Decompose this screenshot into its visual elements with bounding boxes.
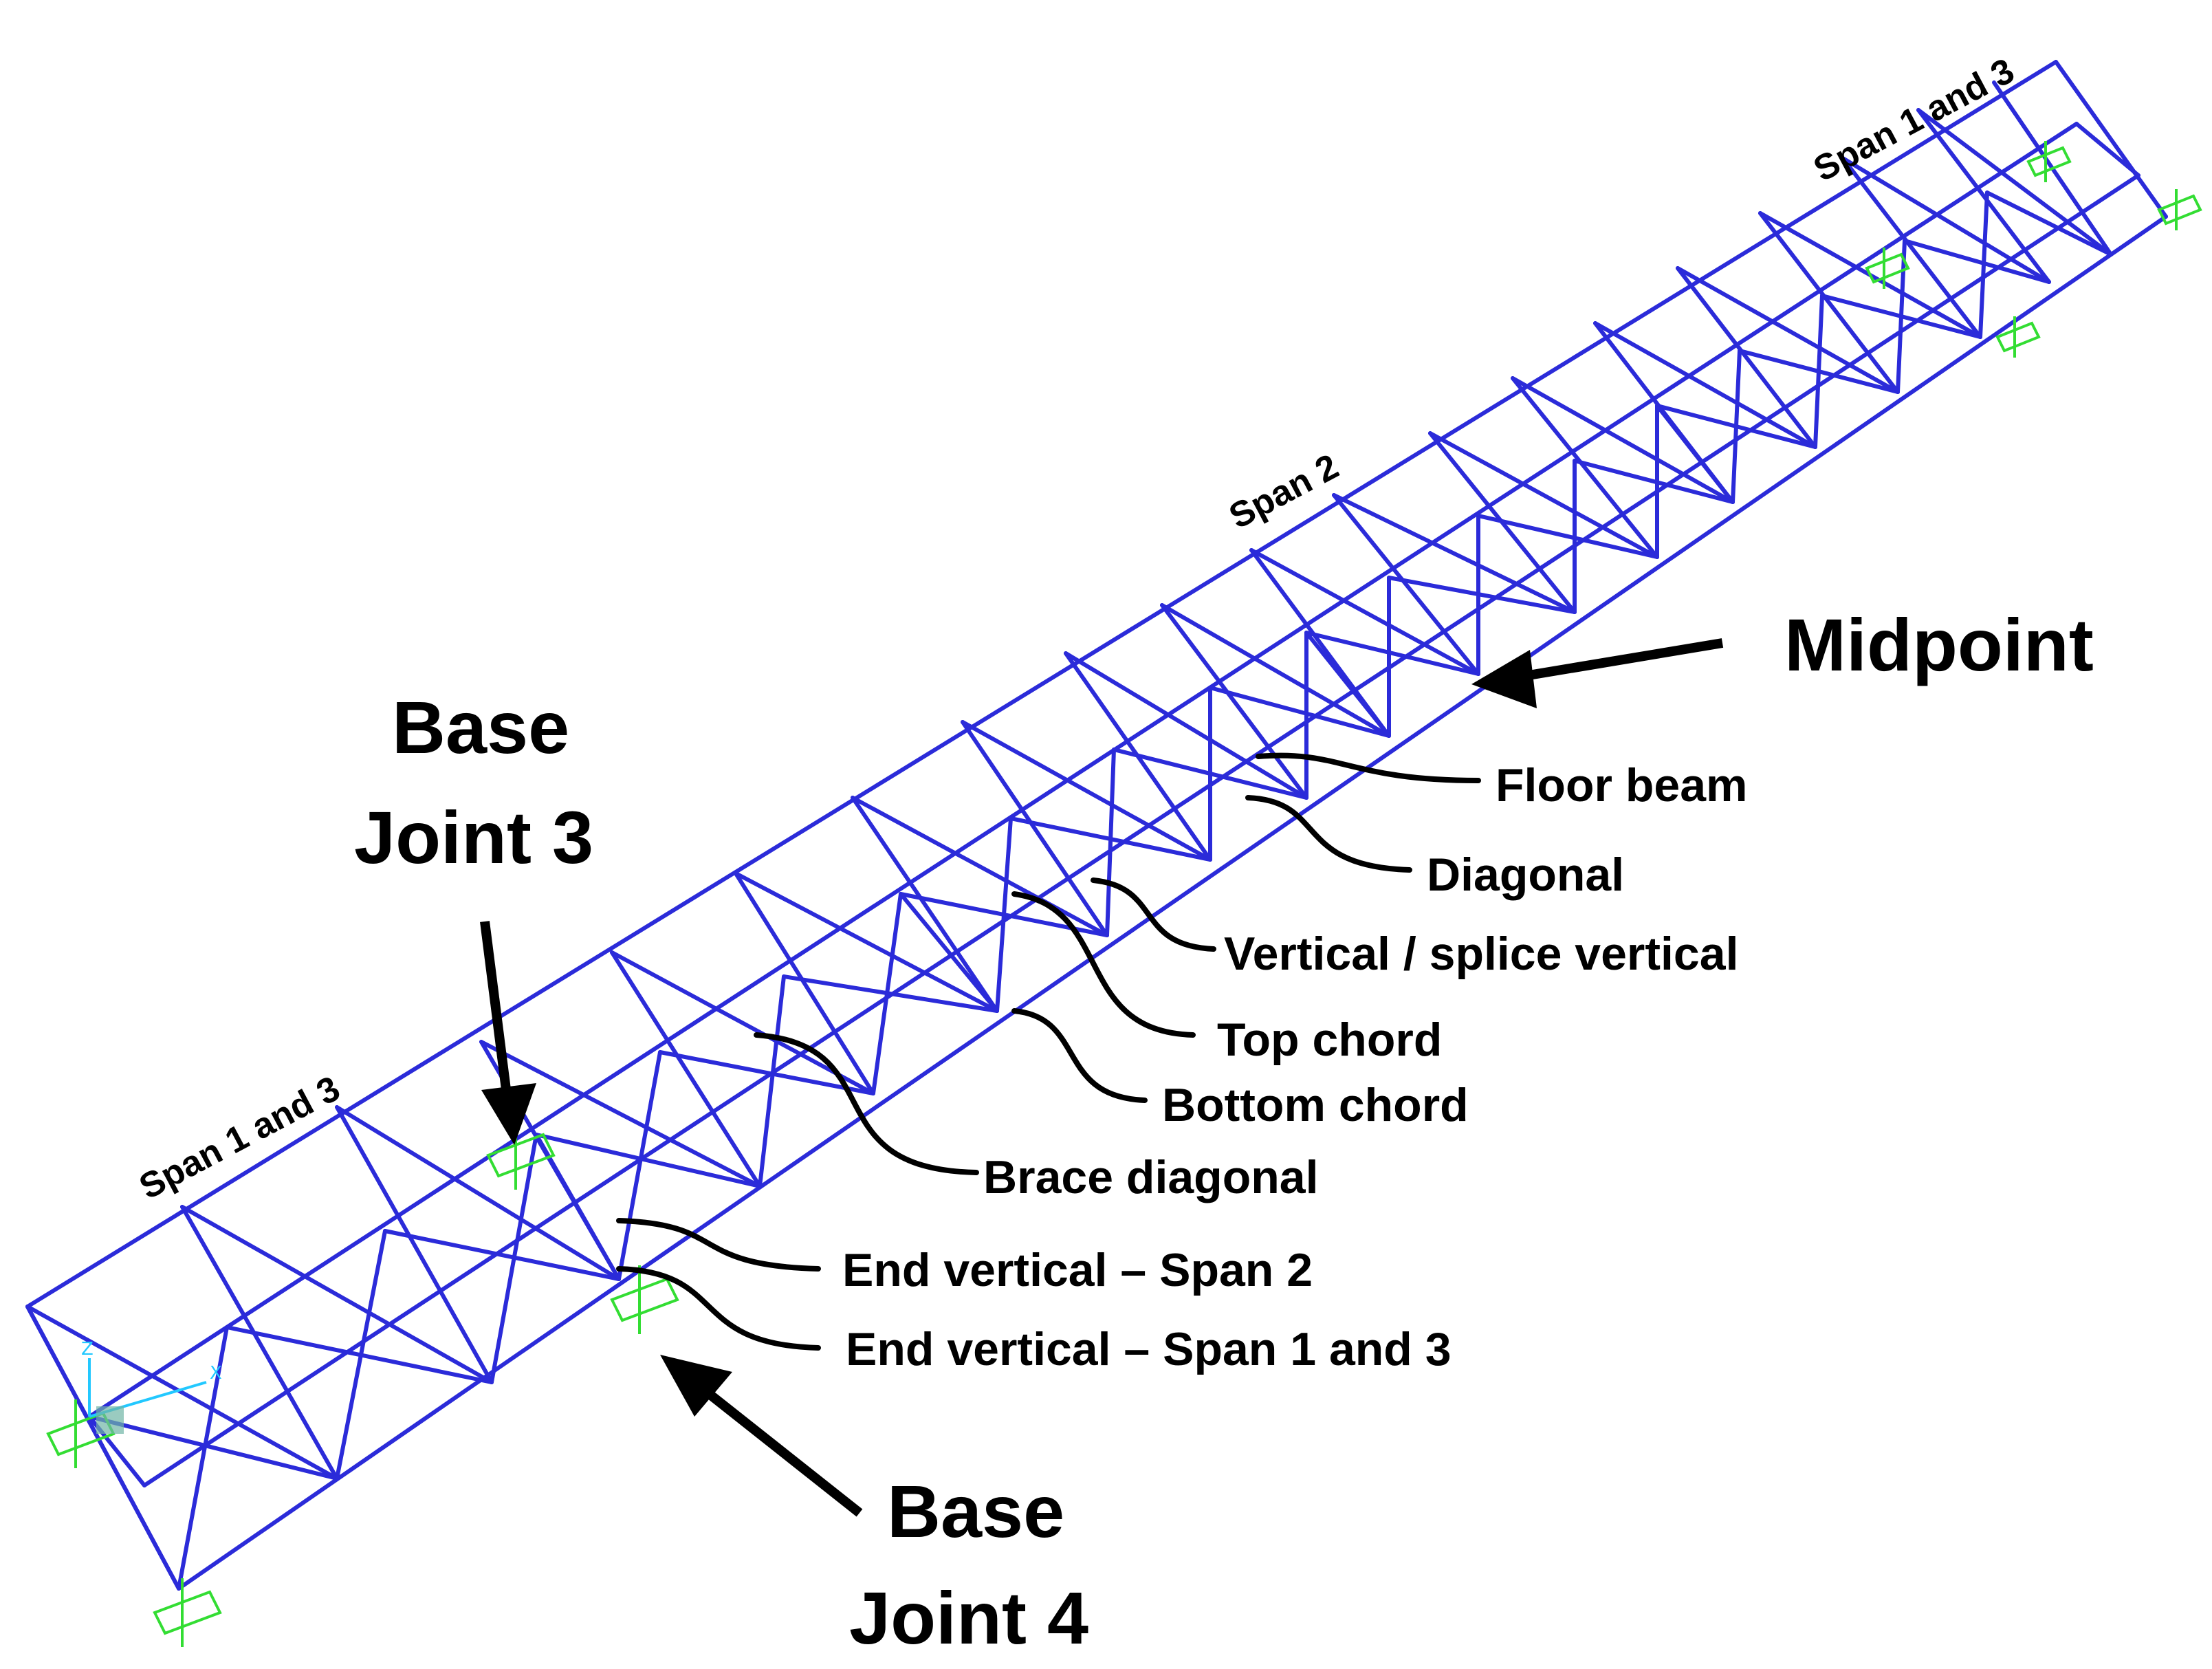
leader-diagonal: Diagonal (1245, 795, 1624, 901)
base-joint-4-arrow-line (691, 1378, 863, 1517)
base-joint-4-line2: Joint 4 (849, 1576, 1088, 1659)
callout-base-joint-3: Base Joint 3 (354, 686, 593, 1145)
leader-brace-diagonal: Brace diagonal (754, 1032, 1319, 1203)
span-label-right: Span 1 and 3 (1807, 51, 2020, 190)
leader-vertical-splice: Vertical / splice vertical (1091, 877, 1738, 980)
midpoint-arrow-head (1471, 650, 1537, 708)
truss-structure (25, 60, 2168, 1591)
inner-bottom-chord (87, 122, 2079, 1419)
base-joint-3-line2: Joint 3 (354, 796, 593, 879)
midpoint-label: Midpoint (1784, 603, 2094, 686)
base-joint-4-arrow-head (660, 1355, 732, 1417)
base-joint-3-line1: Base (392, 686, 569, 769)
vertical-splice-label: Vertical / splice vertical (1224, 928, 1738, 980)
front-top-chord (25, 60, 2058, 1309)
front-bottom-chord (177, 215, 2168, 1591)
support-right-2 (2026, 141, 2072, 182)
support-right-4 (2157, 189, 2202, 230)
support-base-joint-4 (610, 1265, 679, 1334)
span-label-left: Span 1 and 3 (133, 1069, 346, 1208)
base-joint-4-line1: Base (887, 1470, 1064, 1553)
brace-diagonal-label: Brace diagonal (983, 1151, 1319, 1203)
coordinate-axes: Z X (81, 1339, 222, 1434)
base-joint-3-arrow-head (481, 1083, 536, 1145)
support-base-joint-3 (486, 1121, 556, 1190)
leader-top-chord: Top chord (1011, 891, 1442, 1066)
brace-diagonals (87, 190, 2113, 1591)
callout-base-joint-4: Base Joint 4 (660, 1355, 1088, 1659)
top-chord-label: Top chord (1217, 1014, 1442, 1066)
leader-floor-beam: Floor beam (1256, 752, 1748, 811)
base-joint-3-arrow-line (480, 921, 512, 1101)
end-vertical-span2-label: End vertical – Span 2 (842, 1244, 1313, 1296)
span-label-middle: Span 2 (1223, 446, 1345, 536)
support-right-3 (1995, 316, 2041, 358)
leader-bottom-chord: Bottom chord (1011, 1008, 1469, 1131)
support-right-1 (1865, 248, 1910, 289)
leader-end-vertical-span2: End vertical – Span 2 (616, 1218, 1313, 1296)
callout-midpoint: Midpoint (1471, 603, 2094, 708)
back-top-chord (142, 173, 2140, 1487)
end-vertical-span13-label: End vertical – Span 1 and 3 (846, 1323, 1452, 1375)
floor-beam-label: Floor beam (1496, 759, 1748, 811)
support-left-2 (153, 1578, 222, 1647)
midpoint-arrow-line (1515, 638, 1724, 682)
origin-marker (96, 1406, 124, 1434)
bottom-chord-label: Bottom chord (1162, 1079, 1469, 1131)
axis-z-label: Z (81, 1339, 94, 1360)
diagonal-label: Diagonal (1427, 849, 1624, 901)
front-diagonals (25, 108, 2113, 1481)
axis-x-label: X (210, 1363, 222, 1384)
leader-end-vertical-span13: End vertical – Span 1 and 3 (616, 1266, 1452, 1375)
supports (46, 141, 2202, 1647)
